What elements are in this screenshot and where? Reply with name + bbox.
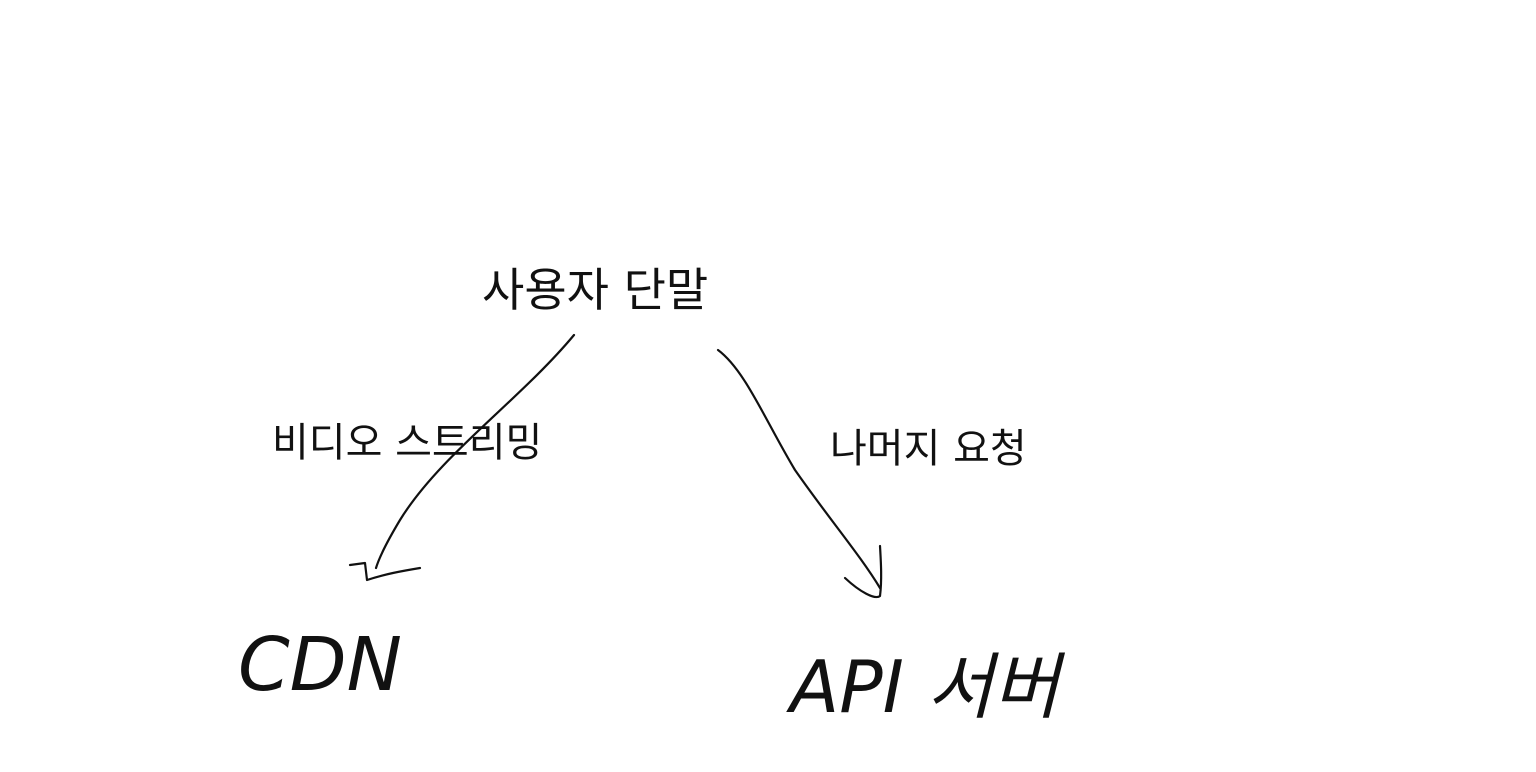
node-cdn-label: CDN xyxy=(238,622,402,708)
arrow-client-to-api-head xyxy=(843,544,883,599)
arrow-client-to-cdn-head xyxy=(348,561,422,582)
arrow-client-to-api xyxy=(716,348,883,599)
node-client-label: 사용자 단말 xyxy=(482,263,708,317)
arrow-client-to-api-line xyxy=(716,348,882,590)
node-api-label: API 서버 xyxy=(786,645,1066,729)
edge-label-video-streaming: 비디오 스트리밍 xyxy=(272,420,542,466)
arrow-client-to-cdn-line xyxy=(374,333,576,570)
edge-label-remaining-requests: 나머지 요청 xyxy=(830,426,1027,472)
arrow-client-to-cdn xyxy=(348,333,576,582)
